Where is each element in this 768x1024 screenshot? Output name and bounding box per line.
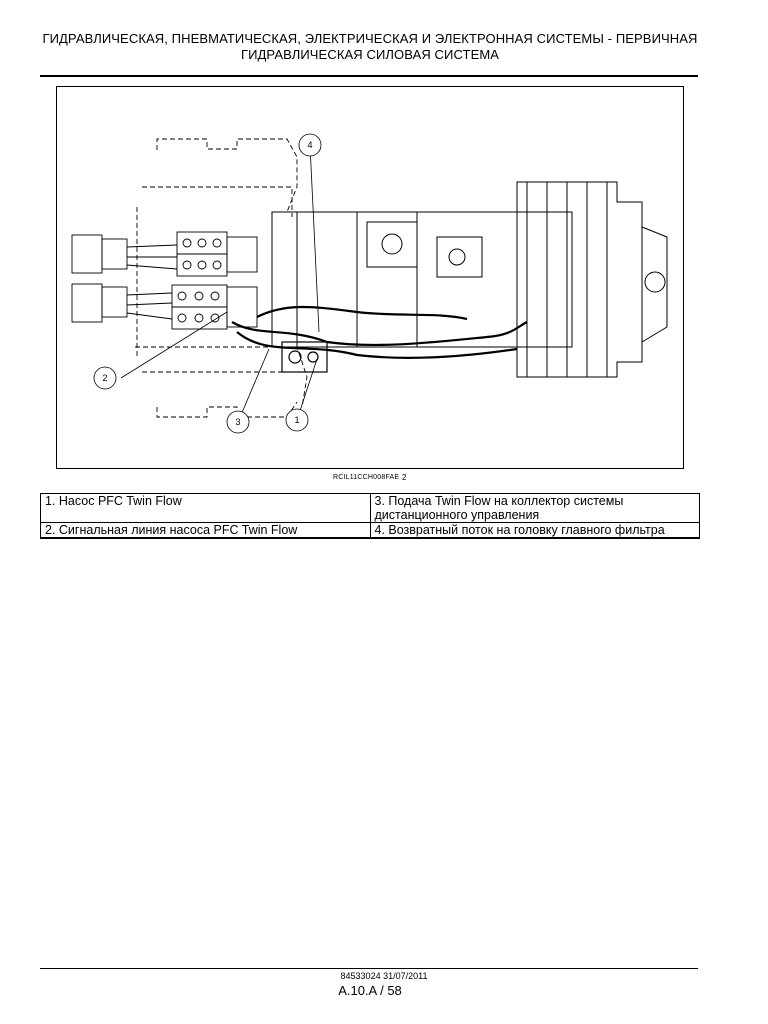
- legend-item-4: 4. Возвратный поток на головку главного …: [369, 522, 700, 539]
- callout-2-label: 2: [102, 373, 107, 383]
- legend-row: 2. Сигнальная линия насоса PFC Twin Flow…: [40, 522, 700, 539]
- header-rule: [40, 75, 698, 77]
- footer-document-id: 84533024 31/07/2011: [340, 971, 428, 981]
- remote-valve-stack-lower: [71, 283, 258, 330]
- header-title-line-1: ГИДРАВЛИЧЕСКАЯ, ПНЕВМАТИЧЕСКАЯ, ЭЛЕКТРИЧ…: [42, 31, 698, 46]
- remote-valve-stack-upper: [71, 231, 258, 277]
- callout-1-label: 1: [294, 415, 299, 425]
- figure-reference-code: RCIL11CCH008FAE: [333, 474, 400, 481]
- rear-axle-outline: [135, 138, 308, 418]
- callout-2: [93, 366, 117, 390]
- footer-rule: [40, 968, 698, 969]
- legend-item-3: 3. Подача Twin Flow на коллектор системы…: [369, 493, 700, 523]
- transmission-housing: [271, 211, 573, 348]
- legend-row: 1. Насос PFC Twin Flow 3. Подача Twin Fl…: [40, 493, 700, 523]
- legend-item-1: 1. Насос PFC Twin Flow: [40, 493, 371, 523]
- callout-4-label: 4: [307, 140, 312, 150]
- callout-4: [298, 133, 322, 157]
- figure-number: 2: [402, 473, 407, 482]
- callout-3: [226, 410, 250, 434]
- hydraulic-system-illustration: 4 2 3 1: [56, 86, 684, 469]
- pfc-twin-flow-pump: [281, 341, 328, 373]
- page-number: A.10.A / 58: [338, 983, 402, 998]
- callout-1: [285, 408, 309, 432]
- hydraulic-hoses: [231, 305, 528, 360]
- page-header: ГИДРАВЛИЧЕСКАЯ, ПНЕВМАТИЧЕСКАЯ, ЭЛЕКТРИЧ…: [40, 31, 700, 63]
- legend-item-2: 2. Сигнальная линия насоса PFC Twin Flow: [40, 522, 371, 539]
- legend-table: 1. Насос PFC Twin Flow 3. Подача Twin Fl…: [40, 493, 700, 539]
- callout-3-label: 3: [235, 417, 240, 427]
- engine-block: [516, 181, 668, 378]
- header-title-line-2: ГИДРАВЛИЧЕСКАЯ СИЛОВАЯ СИСТЕМА: [240, 47, 500, 62]
- callout-leaders: [120, 144, 320, 423]
